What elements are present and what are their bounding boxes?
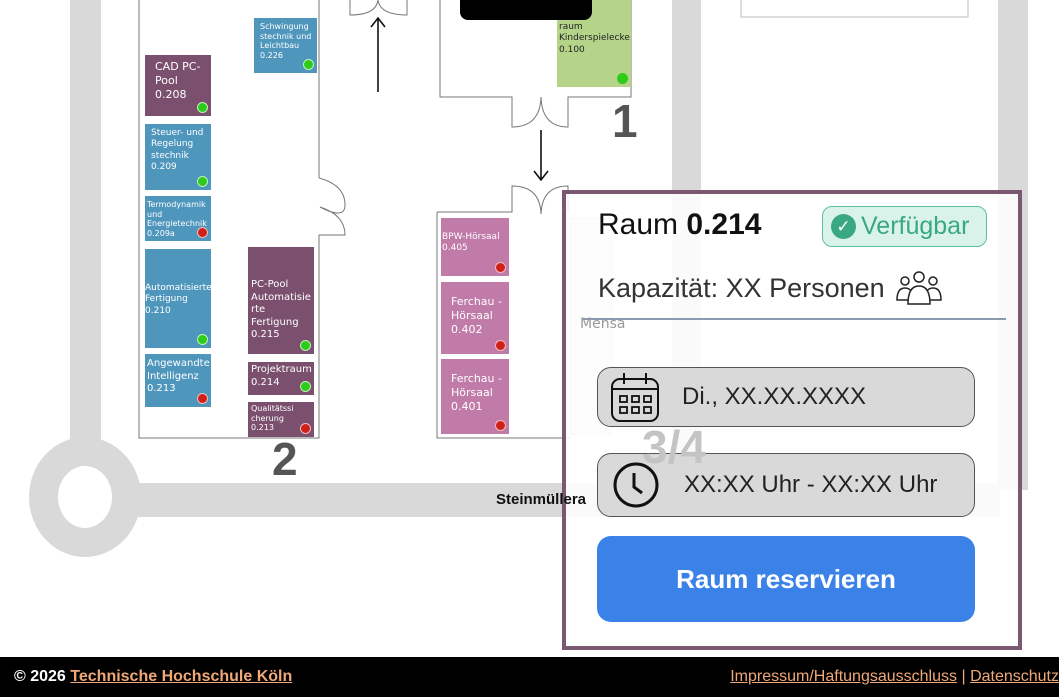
street-label: Steinmüllera (496, 491, 587, 508)
room-label: Ferchau -Hörsaal (451, 295, 502, 322)
divider (582, 318, 1006, 320)
building-1-outline (439, 0, 632, 128)
room-label: CAD PC-Pool (155, 60, 201, 87)
room-label: Automatisierte Fertigung (145, 283, 211, 305)
room-number: 0.401 (451, 399, 483, 413)
status-badge: ✓Verfügbar (822, 206, 987, 247)
date-value: Di., XX.XX.XXXX (682, 383, 867, 410)
room-number: 0.100 (559, 44, 585, 55)
time-value: XX:XX Uhr - XX:XX Uhr (684, 471, 938, 498)
room-label: Schwingung stechnik und Leichtbau (260, 22, 312, 51)
people-icon (895, 271, 942, 305)
status-dot (300, 340, 311, 351)
status-dot (495, 340, 506, 351)
room-title: Raum 0.214 (598, 208, 761, 242)
room-number: 0.213 (251, 423, 274, 433)
mensa-label: Mensa (580, 316, 626, 332)
check-icon: ✓ (831, 214, 856, 239)
time-field[interactable]: XX:XX Uhr - XX:XX Uhr (597, 453, 975, 517)
room-number: 0.210 (145, 305, 171, 316)
room-number: 0.209 (151, 161, 177, 172)
status-dot (197, 393, 208, 404)
room-number: 0.214 (686, 208, 762, 241)
room-label: raum Kinderspielecke (559, 22, 630, 44)
footer-right: Impressum/Haftungsausschluss | Datenschu… (730, 668, 1059, 686)
capacity-text: Kapazität: XX Personen (598, 272, 885, 303)
building-number-2: 2 (272, 433, 298, 485)
status-dot (495, 420, 506, 431)
room-number: 0.213 (147, 383, 176, 394)
privacy-link[interactable]: Datenschutz (970, 668, 1059, 685)
room-detail-panel: Raum 0.214 ✓Verfügbar Kapazität: XX Pers… (562, 190, 1022, 650)
room-number: 0.226 (260, 50, 283, 60)
copyright: © 2026 (14, 668, 66, 685)
room-label: Termodynamik und Energietechnik (147, 200, 207, 229)
top-right-building (740, 0, 969, 18)
building-number-1: 1 (612, 95, 638, 147)
status-dot (300, 423, 311, 434)
room-label: Qualitätssi cherung (251, 404, 294, 423)
title-prefix: Raum (598, 208, 679, 241)
reserve-room-button[interactable]: Raum reservieren (597, 536, 975, 622)
status-dot (495, 262, 506, 273)
overlay-popup (460, 0, 592, 20)
status-dot (617, 73, 628, 84)
status-dot (300, 381, 311, 392)
room-label: PC-Pool Automatisie rte Fertigung (251, 279, 311, 328)
org-link[interactable]: Technische Hochschule Köln (70, 668, 293, 685)
status-dot (197, 102, 208, 113)
status-dot (303, 59, 314, 70)
arrow-down-icon (533, 130, 549, 182)
building-2-outline (138, 0, 320, 439)
arrow-up-icon (370, 16, 386, 92)
door-top (349, 0, 408, 16)
room-label: Ferchau -Hörsaal (451, 372, 502, 399)
room-number: 0.405 (442, 243, 468, 254)
room-label: BPW-Hörsaal (442, 232, 500, 242)
capacity: Kapazität: XX Personen (598, 270, 943, 306)
clock-icon (613, 462, 659, 508)
status-dot (197, 176, 208, 187)
room-label: Angewandte Intelligenz (147, 358, 210, 382)
status-dot (197, 334, 208, 345)
room-number: 0.208 (155, 87, 187, 101)
calendar-icon (611, 373, 659, 422)
room-label: Steuer- und Regelung stechnik (151, 128, 204, 161)
room-number: 0.215 (251, 329, 280, 340)
date-field[interactable]: Di., XX.XX.XXXX (597, 367, 975, 427)
status-text: Verfügbar (861, 212, 970, 240)
room-number: 0.402 (451, 322, 483, 336)
room-label: Projektraum (251, 364, 312, 375)
building-34-outline (436, 185, 570, 439)
impressum-link[interactable]: Impressum/Haftungsausschluss (730, 668, 957, 685)
road-left (70, 0, 101, 450)
building-number-34: 3/4 (642, 421, 706, 473)
room-number: 0.209a (147, 228, 175, 238)
room-number: 0.214 (251, 376, 280, 388)
separator: | (961, 668, 966, 685)
status-dot (197, 227, 208, 238)
footer-left: © 2026 Technische Hochschule Köln (14, 668, 292, 686)
footer: © 2026 Technische Hochschule Köln Impres… (0, 657, 1059, 697)
